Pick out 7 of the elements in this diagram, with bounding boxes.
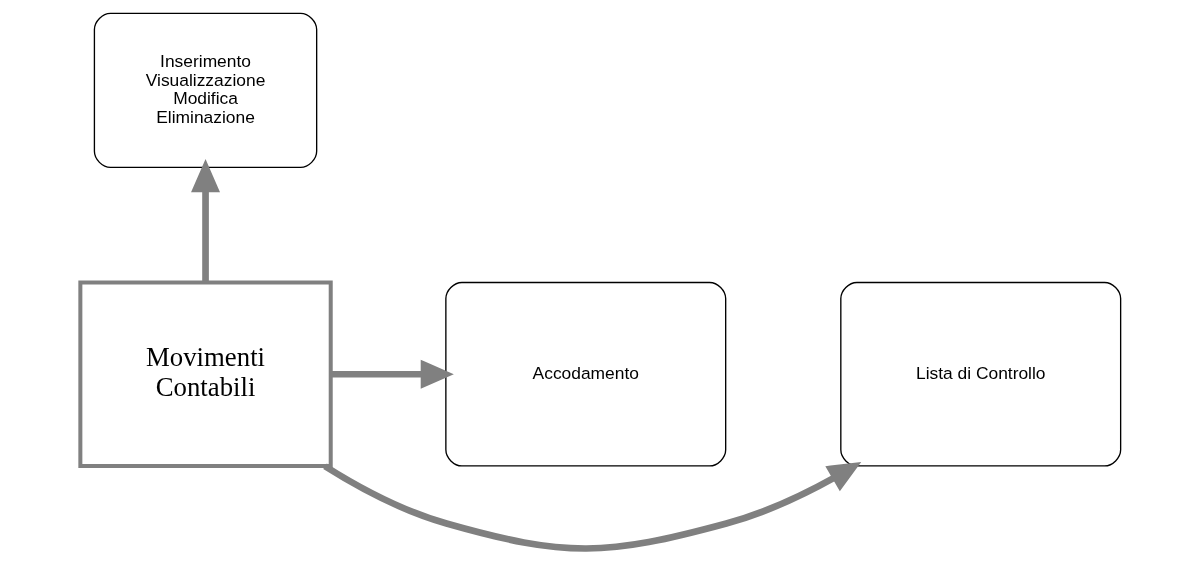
arrow [322, 462, 861, 552]
node-box: Accodamento [444, 281, 726, 467]
node-box: Lista di Controllo [839, 281, 1121, 467]
node-box: Movimenti Contabili [77, 280, 333, 468]
node-box: Inserimento Visualizzazione Modifica Eliminazione [93, 12, 317, 169]
arrow [190, 159, 220, 283]
arrow [330, 359, 454, 389]
